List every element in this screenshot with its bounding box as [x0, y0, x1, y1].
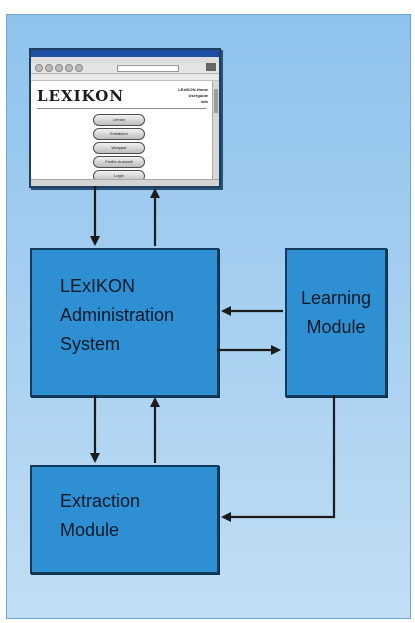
learning-module-box: Learning Module: [285, 248, 387, 397]
learning-module-label: Learning Module: [301, 284, 371, 342]
admin-system-label: LExIKON Administration System: [60, 272, 174, 358]
arrow-learning-to-extraction: [221, 395, 336, 522]
nav-line-info: Info: [200, 99, 208, 104]
browser-links-bar: [31, 74, 219, 81]
scroll-thumb: [214, 89, 218, 113]
profile-button: Profile-Auswahl: [93, 156, 145, 168]
browser-menu-bar: [31, 57, 219, 63]
extraction-line-2: Module: [60, 519, 120, 540]
extraktion-button: Extraktion: [93, 128, 145, 140]
browser-toolbar: [31, 63, 219, 74]
address-bar: [117, 65, 179, 72]
forward-icon: [45, 64, 53, 72]
lexikon-nav: LExIKON-Home Userguide Info: [178, 87, 208, 105]
lexikon-logo: LEXIKON: [37, 87, 125, 105]
browser-scrollbar: [212, 81, 219, 180]
browser-title-bar: [31, 50, 219, 57]
reload-icon: [55, 64, 63, 72]
stop-icon: [65, 64, 73, 72]
admin-system-box: LExIKON Administration System: [30, 248, 219, 397]
logo-divider: [37, 108, 206, 109]
browser-logo-icon: [206, 63, 216, 71]
learning-line-1: Learning: [301, 288, 372, 308]
lernen-button: Lernen: [93, 114, 145, 126]
admin-line-2: Administration: [60, 304, 175, 325]
learning-line-2: Module: [306, 316, 366, 337]
admin-line-3: System: [60, 333, 121, 354]
browser-screenshot-icon: LEXIKON LExIKON-Home Userguide Info Lern…: [29, 48, 221, 188]
browser-status-bar: [31, 179, 219, 186]
home-icon: [75, 64, 83, 72]
nav-line-home: LExIKON-Home: [178, 87, 208, 92]
wrapper-button: Wrapper: [93, 142, 145, 154]
browser-page: LEXIKON LExIKON-Home Userguide Info Lern…: [31, 81, 212, 182]
extraction-line-1: Extraction: [60, 491, 141, 511]
nav-line-userguide: Userguide: [188, 93, 208, 98]
admin-line-1: LExIKON: [60, 276, 136, 296]
back-icon: [35, 64, 43, 72]
extraction-module-label: Extraction Module: [60, 487, 140, 545]
extraction-module-box: Extraction Module: [30, 465, 219, 574]
